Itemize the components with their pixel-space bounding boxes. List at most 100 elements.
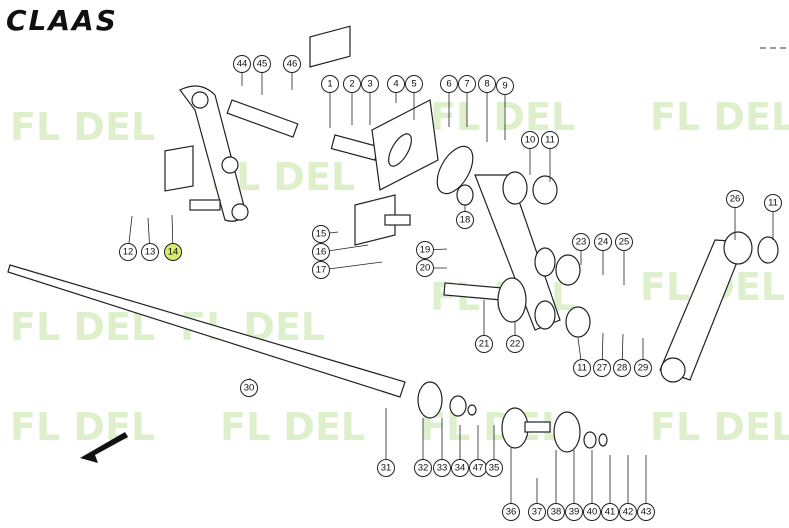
part-callout-39[interactable]: 39 [565, 503, 583, 521]
callout-number: 8 [484, 79, 489, 90]
callout-number: 17 [316, 265, 327, 276]
part-callout-31[interactable]: 31 [377, 459, 395, 477]
callout-number: 30 [244, 383, 255, 394]
part-callout-14[interactable]: 14 [164, 243, 182, 261]
part-callout-7[interactable]: 7 [458, 75, 476, 93]
callout-number: 3 [367, 79, 372, 90]
callout-number: 43 [641, 507, 652, 518]
part-callout-22[interactable]: 22 [506, 335, 524, 353]
callout-number: 6 [446, 79, 451, 90]
callout-number: 35 [489, 463, 500, 474]
callout-number: 47 [473, 463, 484, 474]
parts-layer [7, 25, 789, 463]
part-callout-45[interactable]: 45 [253, 55, 271, 73]
part-callout-27[interactable]: 27 [593, 359, 611, 377]
part-callout-13[interactable]: 13 [141, 243, 159, 261]
part-callout-26[interactable]: 26 [726, 190, 744, 208]
part-callout-47[interactable]: 47 [469, 459, 487, 477]
part-callout-41[interactable]: 41 [601, 503, 619, 521]
watermark: FL DEL [220, 405, 365, 449]
callout-number: 33 [437, 463, 448, 474]
watermark: FL DEL [10, 105, 155, 149]
callout-number: 12 [123, 247, 134, 258]
callout-number: 15 [316, 229, 327, 240]
watermark: FL DEL [10, 405, 155, 449]
part-callout-30[interactable]: 30 [240, 379, 258, 397]
watermark: FL DEL [10, 305, 155, 349]
callout-number: 36 [506, 507, 517, 518]
part-callout-19[interactable]: 19 [416, 241, 434, 259]
callout-number: 11 [577, 363, 587, 374]
callout-number: 21 [479, 339, 490, 350]
part-callout-2[interactable]: 2 [343, 75, 361, 93]
part-callout-32[interactable]: 32 [414, 459, 432, 477]
callout-number: 38 [551, 507, 562, 518]
part-callout-34[interactable]: 34 [451, 459, 469, 477]
callout-number: 34 [455, 463, 466, 474]
part-callout-11[interactable]: 11 [573, 359, 591, 377]
part-callout-46[interactable]: 46 [283, 55, 301, 73]
part-callout-21[interactable]: 21 [475, 335, 493, 353]
part-callout-35[interactable]: 35 [485, 459, 503, 477]
callout-number: 39 [569, 507, 580, 518]
part-callout-15[interactable]: 15 [312, 225, 330, 243]
part-callout-20[interactable]: 20 [416, 259, 434, 277]
part-callout-33[interactable]: 33 [433, 459, 451, 477]
callout-number: 18 [460, 215, 471, 226]
callout-number: 25 [619, 237, 630, 248]
callout-number: 1 [327, 79, 332, 90]
part-callout-8[interactable]: 8 [478, 75, 496, 93]
callout-number: 23 [576, 237, 587, 248]
part-callout-17[interactable]: 17 [312, 261, 330, 279]
part-callout-23[interactable]: 23 [572, 233, 590, 251]
callout-number: 11 [768, 198, 778, 209]
callout-number: 2 [349, 79, 354, 90]
part-callout-6[interactable]: 6 [440, 75, 458, 93]
part-callout-40[interactable]: 40 [583, 503, 601, 521]
part-callout-10[interactable]: 10 [521, 131, 539, 149]
callout-number: 9 [502, 81, 507, 92]
part-callout-36[interactable]: 36 [502, 503, 520, 521]
callout-number: 20 [420, 263, 431, 274]
callout-number: 4 [393, 79, 398, 90]
part-callout-1[interactable]: 1 [321, 75, 339, 93]
part-callout-9[interactable]: 9 [496, 77, 514, 95]
part-callout-43[interactable]: 43 [637, 503, 655, 521]
part-callout-3[interactable]: 3 [361, 75, 379, 93]
callout-number: 24 [598, 237, 609, 248]
part-callout-37[interactable]: 37 [528, 503, 546, 521]
part-callout-42[interactable]: 42 [619, 503, 637, 521]
callout-number: 46 [287, 59, 298, 70]
part-callout-5[interactable]: 5 [405, 75, 423, 93]
callout-number: 41 [605, 507, 616, 518]
part-callout-38[interactable]: 38 [547, 503, 565, 521]
callout-number: 40 [587, 507, 598, 518]
callout-number: 32 [418, 463, 429, 474]
part-callout-24[interactable]: 24 [594, 233, 612, 251]
callout-number: 16 [316, 247, 327, 258]
callout-number: 7 [464, 79, 469, 90]
part-callout-28[interactable]: 28 [613, 359, 631, 377]
part-callout-25[interactable]: 25 [615, 233, 633, 251]
callout-number: 45 [257, 59, 268, 70]
callout-number: 5 [411, 79, 416, 90]
part-callout-44[interactable]: 44 [233, 55, 251, 73]
part-callout-4[interactable]: 4 [387, 75, 405, 93]
watermark: FL DEL [650, 405, 789, 449]
callout-number: 42 [623, 507, 634, 518]
callout-number: 29 [638, 363, 649, 374]
part-callout-29[interactable]: 29 [634, 359, 652, 377]
direction-arrow-icon [80, 432, 128, 463]
callout-number: 31 [381, 463, 392, 474]
part-callout-16[interactable]: 16 [312, 243, 330, 261]
callout-number: 10 [525, 135, 536, 146]
part-callout-11[interactable]: 11 [541, 131, 559, 149]
part-callout-12[interactable]: 12 [119, 243, 137, 261]
part-callout-11[interactable]: 11 [764, 194, 782, 212]
callout-number: 44 [237, 59, 248, 70]
part-callout-18[interactable]: 18 [456, 211, 474, 229]
callout-number: 11 [545, 135, 555, 146]
